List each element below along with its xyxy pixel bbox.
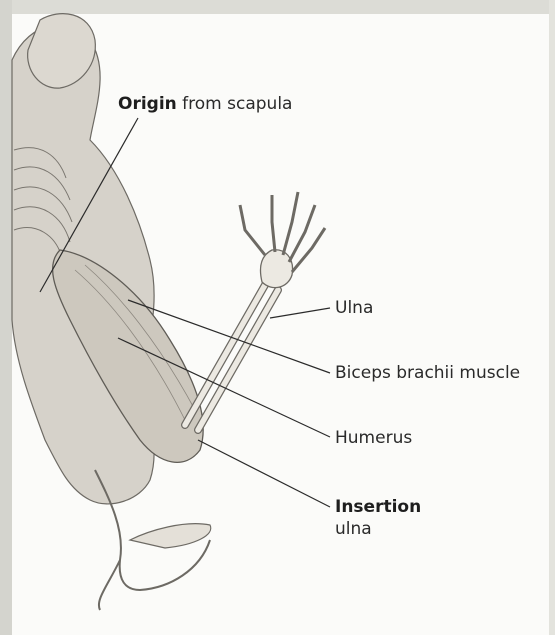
foot-skeleton bbox=[130, 524, 211, 548]
origin-label-bold: Origin bbox=[118, 94, 177, 114]
humerus-label: Humerus bbox=[335, 427, 412, 449]
right-scan-edge bbox=[549, 0, 555, 635]
origin-label-rest: from scapula bbox=[177, 94, 293, 114]
hand-skeleton bbox=[240, 192, 325, 288]
forearm-bones bbox=[185, 285, 278, 430]
leader-insertion bbox=[198, 440, 330, 507]
top-scan-edge bbox=[0, 0, 555, 14]
ulna-label: Ulna bbox=[335, 297, 373, 319]
leader-ulna bbox=[270, 308, 330, 318]
left-scan-edge bbox=[0, 0, 12, 635]
insertion-label-rest: ulna bbox=[335, 519, 372, 539]
biceps-label: Biceps brachii muscle bbox=[335, 362, 520, 384]
insertion-label-bold: Insertion bbox=[335, 497, 421, 517]
origin-label: Origin from scapula bbox=[118, 93, 292, 115]
